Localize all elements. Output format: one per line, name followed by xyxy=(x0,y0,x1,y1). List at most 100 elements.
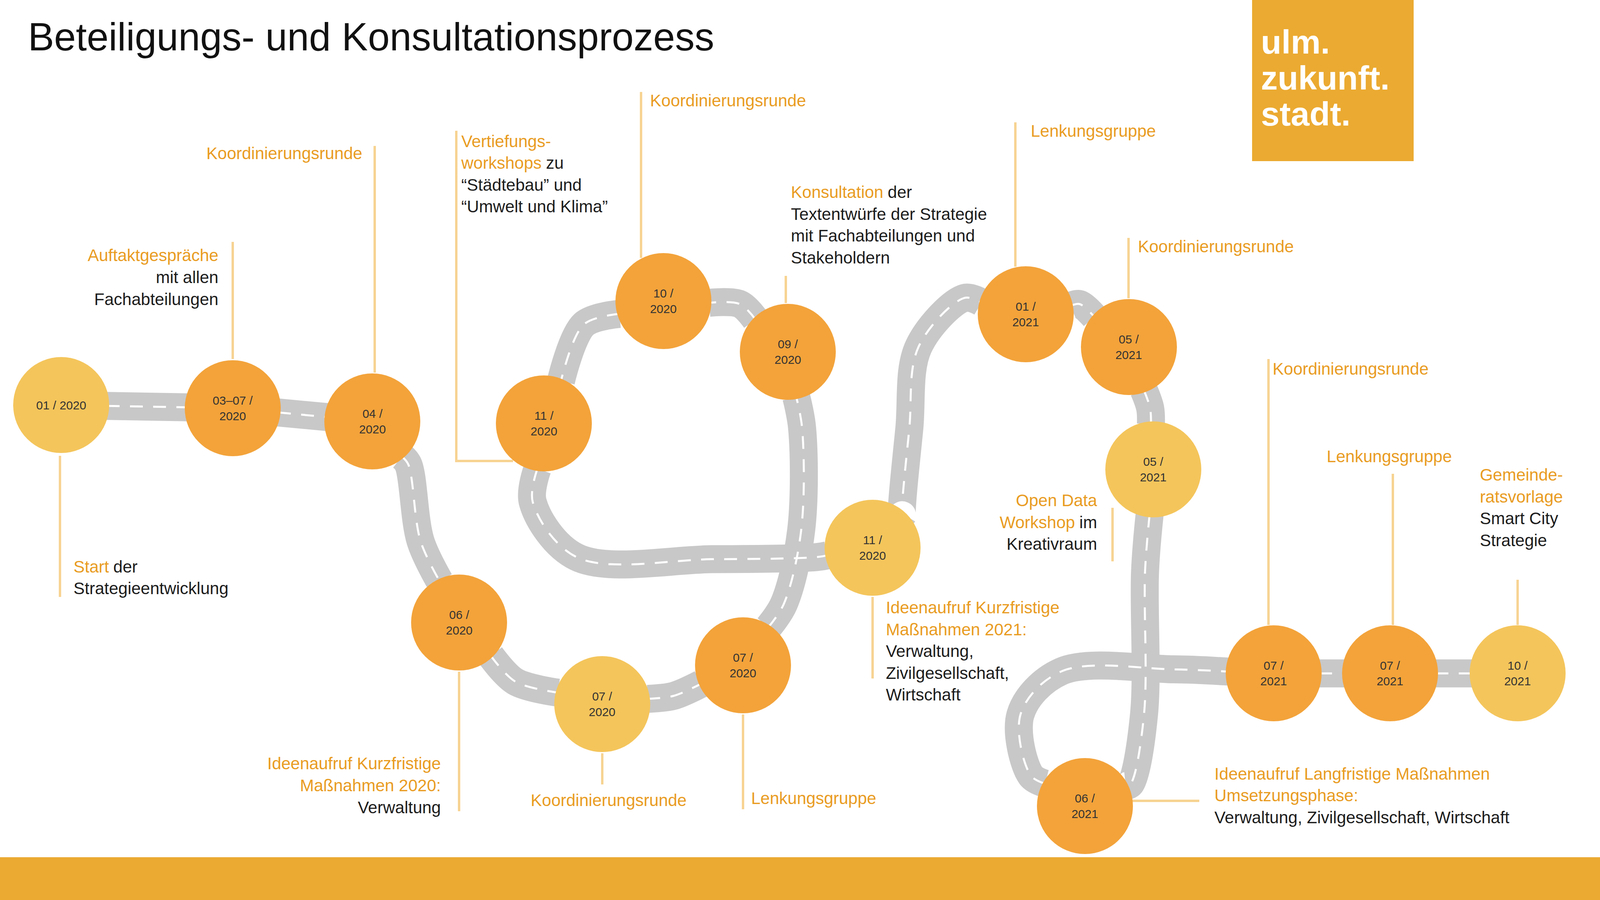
leader-line xyxy=(1516,579,1519,626)
callout-heading: Koordinierungsrunde xyxy=(1272,359,1429,379)
road-connector xyxy=(709,302,756,320)
circle-fill xyxy=(739,303,836,400)
date-label: 07 / 2020 xyxy=(719,649,766,682)
road-connector xyxy=(1319,659,1345,688)
leader-line xyxy=(1014,122,1017,267)
lane-marking xyxy=(401,456,440,582)
road-connector xyxy=(768,397,804,628)
circle-fill xyxy=(324,373,421,470)
milestone-circle: 01 / 2020Startder Strategieentwicklung xyxy=(13,357,110,454)
road-connector xyxy=(277,412,328,418)
logo-text: ulm. zukunft. stadt. xyxy=(1260,23,1390,132)
milestone-circle: 06 / 2021Ideenaufruf Langfristige Maßnah… xyxy=(1036,758,1133,855)
circle-fill xyxy=(1080,299,1177,396)
circle-fill xyxy=(1342,625,1439,722)
callout-heading: Koordinierungsrunde xyxy=(206,143,363,163)
leader-line xyxy=(601,753,604,785)
callout-body: Verwaltung, Zivilgesellschaft, Wirtschaf… xyxy=(1214,806,1535,829)
lane-marking xyxy=(1143,389,1151,424)
lane-marking xyxy=(768,397,804,628)
circle-shape xyxy=(324,373,421,470)
leader-line xyxy=(1111,507,1114,562)
circle-fill xyxy=(1105,421,1202,518)
leader-line xyxy=(1391,473,1395,626)
leader-line xyxy=(1127,237,1130,299)
milestone-circle: 05 / 2021Koordinierungsrunde xyxy=(1080,299,1177,396)
milestone-circle: 07 / 2021Koordinierungsrunde xyxy=(1225,625,1322,722)
milestone-circle: 03–07 / 2020Auftaktgesprächemit allen Fa… xyxy=(184,360,281,457)
callout-heading: Vertiefungs- workshops xyxy=(461,131,552,173)
date-label: 07 / 2021 xyxy=(1366,657,1413,690)
leader-line xyxy=(871,597,874,679)
milestone-circle: 07 / 2020Lenkungsgruppe xyxy=(695,617,792,714)
date-label: 01 / 2020 xyxy=(36,397,87,414)
milestone-circle: 05 / 2021Open Data Workshopim Kreativrau… xyxy=(1105,421,1202,518)
callout-heading: Lenkungsgruppe xyxy=(1030,121,1157,141)
road-connector xyxy=(531,468,828,565)
callout-text: Vertiefungs- workshopszu “Städtebau” und… xyxy=(461,130,626,218)
lane-marking xyxy=(1435,672,1473,675)
circle-shape xyxy=(554,656,651,753)
road-connector xyxy=(1143,389,1151,424)
circle-fill xyxy=(495,375,592,472)
leader-line xyxy=(784,275,788,304)
circle-shape xyxy=(1105,421,1202,518)
lane-marking xyxy=(531,468,828,565)
callout-heading: Koordinierungsrunde xyxy=(650,91,807,110)
callout-heading: Lenkungsgruppe xyxy=(1326,447,1453,466)
callout-text: Koordinierungsrunde xyxy=(530,789,719,812)
road-connector xyxy=(401,456,440,582)
callout-text: Lenkungsgruppe xyxy=(751,787,911,810)
date-label: 01 / 2021 xyxy=(1002,298,1049,330)
circle-shape xyxy=(1080,299,1177,396)
callout-text: Ideenaufruf Langfristige Maßnahmen Umset… xyxy=(1214,763,1535,829)
lane-marking xyxy=(1070,303,1095,318)
circle-fill xyxy=(615,253,712,350)
leader-line xyxy=(741,714,745,810)
callout-heading: Konsultation xyxy=(791,182,884,202)
callout-text: Koordinierungsrunde xyxy=(174,142,363,165)
leader-line xyxy=(231,241,234,360)
circle-fill xyxy=(1225,625,1322,722)
circle-shape xyxy=(1342,625,1439,722)
lane-marking xyxy=(106,405,188,408)
milestone-circle: 07 / 2021Lenkungsgruppe xyxy=(1342,625,1439,722)
circle-shape xyxy=(495,375,592,472)
callout-text: Startder Strategieentwicklung xyxy=(73,556,254,600)
callout-text: Gemeinde- ratsvorlageSmart City Strategi… xyxy=(1479,464,1576,552)
callout-heading: Lenkungsgruppe xyxy=(751,789,877,808)
callout-heading: Gemeinde- ratsvorlage xyxy=(1479,465,1563,507)
date-label: 07 / 2020 xyxy=(579,688,626,720)
circle-shape xyxy=(615,253,712,350)
road-connector xyxy=(561,313,620,382)
callout-heading: Ideenaufruf Kurzfristige Maßnahmen 2021: xyxy=(885,598,1060,640)
callout-body: mit allen Fachabteilungen xyxy=(50,266,219,311)
road-connector xyxy=(1018,665,1229,784)
callout-heading: Koordinierungsrunde xyxy=(1137,237,1294,256)
date-label: 05 / 2021 xyxy=(1105,331,1152,363)
callout-heading: Ideenaufruf Kurzfristige Maßnahmen 2020: xyxy=(267,754,441,796)
circle-fill xyxy=(1469,625,1566,722)
circle-shape xyxy=(1036,758,1133,855)
circle-shape xyxy=(184,360,281,457)
road-connector xyxy=(1435,659,1473,688)
date-label: 07 / 2021 xyxy=(1250,657,1297,690)
road-connector xyxy=(106,405,188,408)
callout-text: Open Data Workshopim Kreativraum xyxy=(980,489,1097,556)
circle-shape xyxy=(1469,625,1566,722)
circle-shape xyxy=(1225,625,1322,722)
leader-line xyxy=(639,91,643,258)
footer-bar xyxy=(0,857,1600,900)
circle-shape xyxy=(695,617,792,714)
lane-marking xyxy=(490,655,558,693)
date-label: 06 / 2020 xyxy=(436,607,483,639)
callout-text: Lenkungsgruppe xyxy=(1030,120,1191,143)
callout-text: Ideenaufruf Kurzfristige Maßnahmen 2021:… xyxy=(885,597,1078,707)
circle-fill xyxy=(411,574,508,671)
leader-line xyxy=(457,671,461,812)
circle-fill xyxy=(977,266,1074,363)
callout-heading: Auftaktgespräche xyxy=(87,245,219,265)
callout-heading: Start xyxy=(73,557,110,577)
callout-heading: Ideenaufruf Langfristige Maßnahmen Umset… xyxy=(1214,764,1491,806)
callout-text: Lenkungsgruppe xyxy=(1326,445,1487,468)
